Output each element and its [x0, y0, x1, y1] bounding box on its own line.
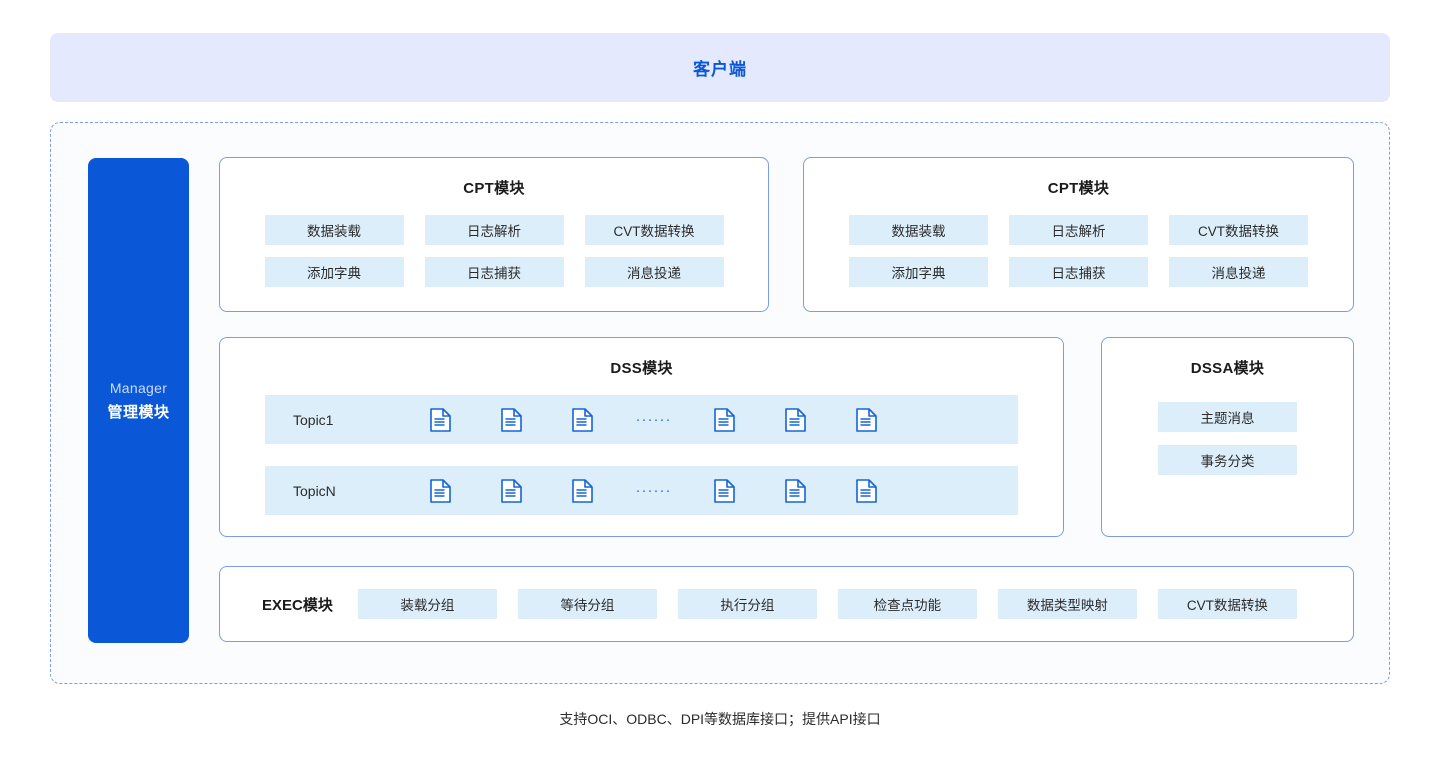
cpt-chip: 添加字典: [849, 257, 988, 287]
document-icon: [831, 478, 902, 503]
dssa-module-title: DSSA模块: [1190, 360, 1265, 377]
cpt-chip: 添加字典: [264, 257, 404, 287]
dssa-module-chip-list: 主题消息 事务分类: [1102, 402, 1353, 475]
cpt-chip: CVT数据转换: [584, 215, 724, 245]
cpt-chip: 日志捕获: [1009, 257, 1148, 287]
exec-chip: 等待分组: [517, 589, 657, 619]
manager-cn-label: 管理模块: [107, 403, 170, 421]
exec-module-card: EXEC模块 装载分组 等待分组 执行分组 检查点功能 数据类型映射 CVT数据…: [219, 566, 1354, 642]
cpt-module-chip-grid-2: 数据装载 日志解析 CVT数据转换 添加字典 日志捕获 消息投递: [804, 215, 1353, 287]
exec-chip: 检查点功能: [837, 589, 977, 619]
exec-module-chip-list: 装载分组 等待分组 执行分组 检查点功能 数据类型映射 CVT数据转换: [357, 589, 1297, 619]
document-icon: [547, 407, 618, 432]
cpt-chip: CVT数据转换: [1169, 215, 1308, 245]
topic-label: TopicN: [293, 482, 336, 499]
cpt-chip: 日志捕获: [424, 257, 564, 287]
ellipsis-separator: ······: [635, 482, 672, 499]
dssa-module-card: DSSA模块 主题消息 事务分类: [1101, 337, 1354, 537]
document-icon: [689, 478, 760, 503]
document-icon: [760, 478, 831, 503]
server-area-container: Manager 管理模块 CPT模块 数据装载 日志解析 CVT数据转换 添加字…: [50, 122, 1390, 684]
manager-en-label: Manager: [109, 379, 168, 396]
cpt-chip: 消息投递: [584, 257, 724, 287]
cpt-chip: 日志解析: [1009, 215, 1148, 245]
cpt-chip: 数据装载: [264, 215, 404, 245]
exec-chip: 数据类型映射: [997, 589, 1137, 619]
dssa-chip: 事务分类: [1158, 445, 1297, 475]
client-banner-title: 客户端: [693, 60, 747, 79]
document-icon: [547, 478, 618, 503]
document-icon: [405, 478, 476, 503]
topic-row: Topic1: [265, 395, 1018, 444]
cpt-chip: 日志解析: [424, 215, 564, 245]
document-icon: [476, 407, 547, 432]
manager-module-sidebar: Manager 管理模块: [88, 158, 189, 643]
dss-module-card: DSS模块 Topic1: [219, 337, 1064, 537]
exec-chip: 执行分组: [677, 589, 817, 619]
client-banner: 客户端: [50, 33, 1390, 102]
exec-module-title: EXEC模块: [262, 596, 333, 614]
cpt-chip: 数据装载: [849, 215, 988, 245]
cpt-module-card-2: CPT模块 数据装载 日志解析 CVT数据转换 添加字典 日志捕获 消息投递: [803, 157, 1354, 312]
document-icon: [689, 407, 760, 432]
exec-chip: CVT数据转换: [1157, 589, 1297, 619]
footer-note: 支持OCI、ODBC、DPI等数据库接口；提供API接口: [559, 711, 881, 727]
dssa-chip: 主题消息: [1158, 402, 1297, 432]
topic-label: Topic1: [293, 411, 334, 428]
cpt-module-card-1: CPT模块 数据装载 日志解析 CVT数据转换 添加字典 日志捕获 消息投递: [219, 157, 769, 312]
cpt-chip: 消息投递: [1169, 257, 1308, 287]
dss-module-title: DSS模块: [610, 360, 673, 377]
exec-chip: 装载分组: [357, 589, 497, 619]
document-icon: [760, 407, 831, 432]
topic-row: TopicN: [265, 466, 1018, 515]
document-icon: [405, 407, 476, 432]
ellipsis-separator: ······: [635, 411, 672, 428]
topic-document-list: ······: [405, 478, 902, 503]
cpt-module-chip-grid-1: 数据装载 日志解析 CVT数据转换 添加字典 日志捕获 消息投递: [220, 215, 768, 287]
cpt-module-title-2: CPT模块: [1047, 180, 1110, 197]
topic-document-list: ······: [405, 407, 902, 432]
cpt-module-title-1: CPT模块: [463, 180, 525, 197]
document-icon: [476, 478, 547, 503]
document-icon: [831, 407, 902, 432]
